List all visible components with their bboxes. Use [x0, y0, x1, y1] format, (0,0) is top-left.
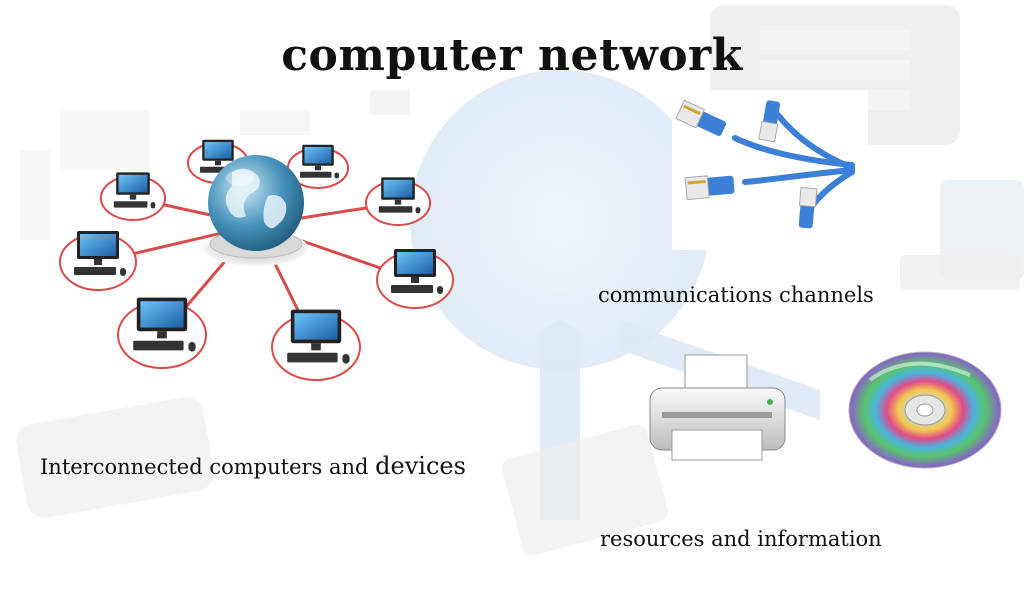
caption-interconnected-devices: Interconnected computers and devices — [40, 452, 466, 480]
background-laptop-icon — [501, 424, 669, 556]
computer-node — [100, 172, 166, 221]
slide-title: computer network — [281, 30, 743, 81]
computer-node — [271, 309, 361, 381]
caption-emphasis-text: devices — [375, 452, 466, 480]
background-globe-icon — [410, 70, 710, 370]
globe-icon — [204, 155, 308, 266]
caption-resources-information: resources and information — [600, 527, 882, 551]
computer-node — [117, 297, 207, 369]
cd-disc-icon — [848, 351, 1002, 469]
caption-main-text: Interconnected computers and — [40, 455, 369, 479]
background-keyboard-icon — [900, 255, 1020, 290]
computer-node — [59, 231, 137, 291]
caption-communications-channels: communications channels — [598, 283, 874, 307]
printer-icon — [649, 354, 786, 461]
computer-node — [376, 249, 454, 309]
background-phone-icon — [16, 397, 215, 518]
computer-node — [365, 177, 431, 226]
